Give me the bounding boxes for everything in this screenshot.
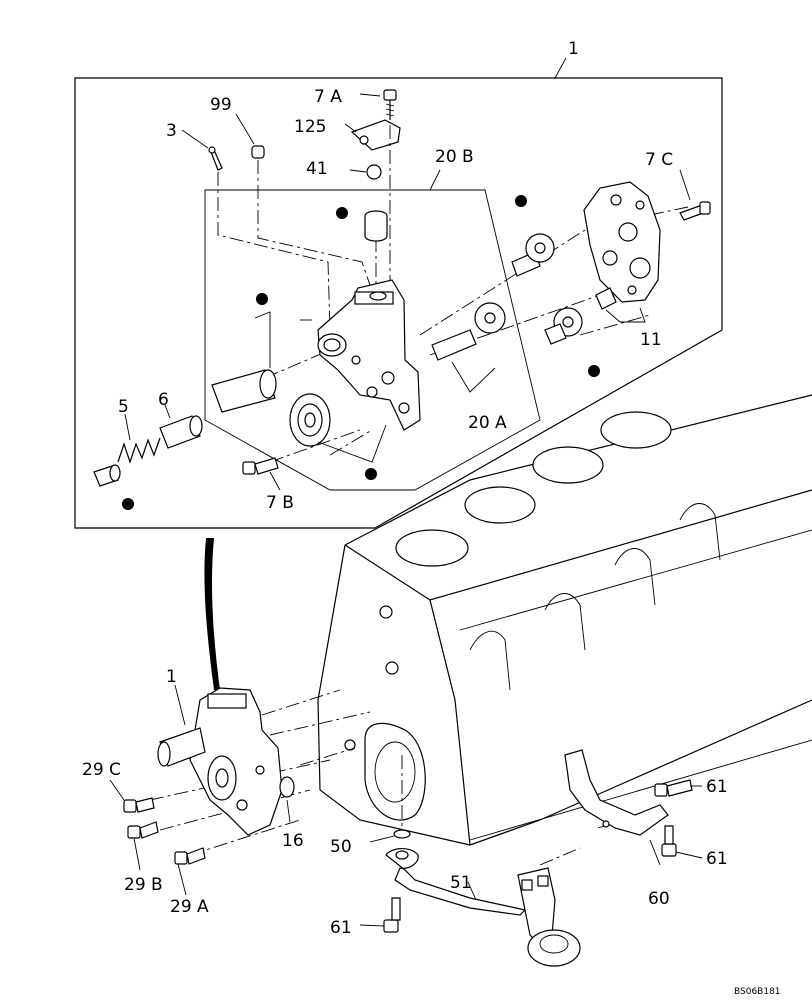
label-51: 51 (450, 873, 472, 893)
label-41: 41 (306, 159, 328, 179)
dot-marker (588, 365, 600, 377)
dot-marker (256, 293, 268, 305)
dot-marker (365, 468, 377, 480)
label-99: 99 (210, 95, 232, 115)
gear-upper (525, 233, 555, 263)
label-29c: 29 C (82, 760, 121, 780)
label-50: 50 (330, 837, 352, 857)
label-29a: 29 A (170, 897, 209, 917)
bolt-61-lower-right (661, 825, 677, 857)
label-20b: 20 B (435, 147, 474, 167)
label-1-top: 1 (568, 39, 579, 59)
gear-middle (474, 302, 506, 334)
bolt-7c (679, 201, 711, 221)
plunger-6 (159, 415, 203, 449)
bolt-29c (123, 797, 155, 813)
bolt-61-upper-right (654, 779, 693, 797)
ball-41 (366, 164, 382, 180)
relief-sleeve (211, 369, 277, 413)
label-20a: 20 A (468, 413, 507, 433)
subassembly-20b-frame (204, 189, 541, 491)
bolt-7a (383, 89, 397, 120)
dot-marker (336, 207, 348, 219)
zoom-arrow (204, 538, 220, 690)
label-5: 5 (118, 397, 129, 417)
assembly-inset-frame (74, 77, 723, 529)
label-11: 11 (640, 330, 662, 350)
oil-strainer-pipe-51 (385, 848, 581, 967)
drawing-code: BS06B181 (734, 987, 781, 997)
spring-5 (117, 437, 161, 464)
oil-pump-assembly (157, 687, 283, 836)
label-125: 125 (294, 117, 326, 137)
shaft-middle (431, 329, 477, 361)
cotter-pin-3 (208, 146, 223, 171)
label-60: 60 (648, 889, 670, 909)
bracket-125 (350, 119, 401, 151)
engine-block (317, 394, 812, 846)
pump-body (317, 279, 421, 431)
label-6: 6 (158, 390, 169, 410)
label-7c: 7 C (645, 150, 673, 170)
bolt-61-left (383, 897, 401, 933)
leader-1-top (554, 57, 567, 79)
dowel-pin-11 (595, 287, 617, 310)
shaft-lower (544, 323, 567, 345)
plug-99 (251, 145, 265, 159)
pump-cover-11 (583, 181, 661, 303)
label-3: 3 (166, 121, 177, 141)
leader-20b (429, 169, 441, 191)
label-29b: 29 B (124, 875, 163, 895)
bolt-7b (242, 457, 279, 475)
label-7b: 7 B (266, 493, 294, 513)
dot-marker (515, 195, 527, 207)
label-61-a: 61 (706, 777, 728, 797)
o-ring-50 (393, 829, 411, 839)
bolt-29b (127, 821, 159, 839)
label-61-b: 61 (706, 849, 728, 869)
label-61-c: 61 (330, 918, 352, 938)
o-ring-16 (279, 776, 295, 798)
dot-marker (122, 498, 134, 510)
label-1-bottom: 1 (166, 667, 177, 687)
drive-gear (289, 393, 331, 447)
bushing (364, 210, 388, 242)
bolt-29a (174, 847, 206, 865)
cap (93, 464, 121, 487)
label-16: 16 (282, 831, 304, 851)
bracket-60 (564, 749, 669, 836)
label-7a: 7 A (314, 87, 342, 107)
